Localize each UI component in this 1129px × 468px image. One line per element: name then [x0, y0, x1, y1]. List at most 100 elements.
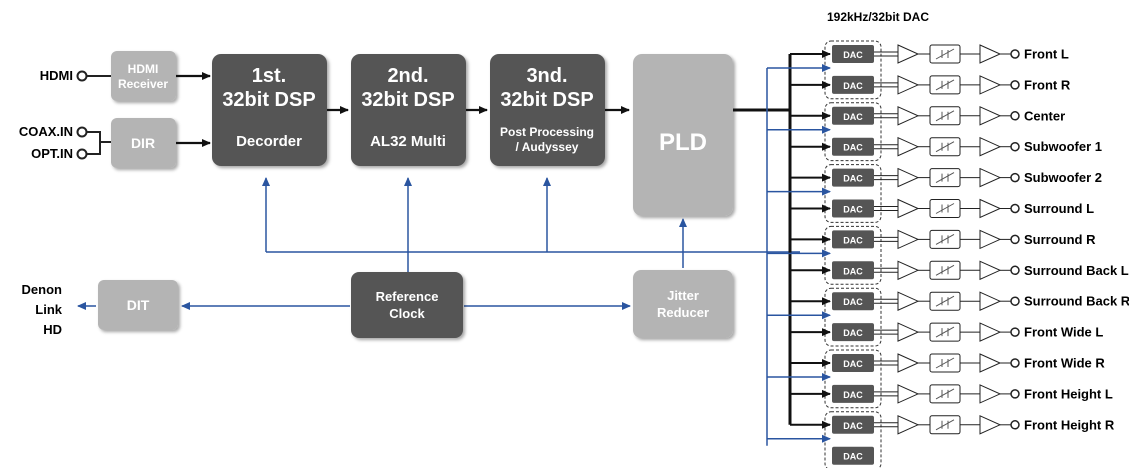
volume-icon: [935, 48, 955, 60]
output-label: Front Wide R: [1024, 356, 1105, 371]
dac-label: DAC: [843, 266, 863, 276]
dac-chip: [832, 446, 874, 465]
buffer-triangle: [979, 353, 1002, 373]
dit-label: DIT: [127, 297, 150, 313]
buffer-triangle: [979, 198, 1002, 219]
volume-icon: [935, 79, 955, 91]
hdmi-receiver-block: HDMI Receiver: [111, 51, 176, 101]
buffer-triangle: [897, 198, 920, 219]
volume-icon: [935, 388, 955, 400]
output-label: Surround L: [1024, 201, 1094, 216]
input-label-hdmi: HDMI: [40, 68, 73, 83]
dsp1-title-2: 32bit DSP: [222, 89, 315, 111]
dac-label: DAC: [843, 297, 863, 307]
output-jack: [1010, 172, 1020, 183]
dac-pair-frame: [824, 349, 882, 409]
hdmi-receiver-label-1: HDMI: [128, 62, 159, 76]
volume-icon: [935, 264, 955, 276]
buffer-triangle: [979, 136, 1002, 157]
ref-clock-label-2: Clock: [389, 306, 425, 321]
output-label: Surround R: [1024, 232, 1096, 247]
output-label: Front L: [1024, 47, 1069, 62]
dac-title: 192kHz/32bit DAC: [827, 10, 929, 24]
output-jack: [1010, 296, 1020, 306]
buffer-triangle: [897, 291, 920, 311]
output-jack: [1010, 203, 1020, 214]
dac-label: DAC: [843, 174, 863, 184]
output-label: Front Height L: [1024, 386, 1113, 401]
dac-chip: [832, 230, 874, 249]
output-label: Front Wide L: [1024, 325, 1103, 340]
dac-chip: [832, 292, 874, 311]
buffer-triangle: [979, 44, 1002, 64]
buffer-triangle: [897, 384, 920, 404]
output-jack: [1010, 420, 1020, 430]
dac-label: DAC: [843, 235, 863, 245]
output-jack: [1010, 80, 1020, 90]
dac-chip: [832, 45, 874, 63]
dsp1-block: 1st. 32bit DSP Decorder: [212, 54, 327, 166]
dac-label: DAC: [843, 143, 863, 153]
ref-clock-label-1: Reference: [376, 289, 439, 304]
dsp2-title-2: 32bit DSP: [361, 89, 454, 111]
jitter-label-2: Reducer: [657, 305, 709, 320]
svg-text:Denon: Denon: [22, 282, 63, 297]
dac-label: DAC: [843, 452, 863, 462]
dac-chip: [832, 137, 874, 156]
dac-label: DAC: [843, 81, 863, 91]
buffer-triangle: [897, 44, 920, 64]
output-jack: [1010, 49, 1020, 59]
buffer-triangle: [979, 106, 1002, 126]
dac-chip: [832, 261, 874, 280]
buffer-triangle: [897, 136, 920, 157]
dac-label: DAC: [843, 359, 863, 369]
input-hdmi: HDMI: [40, 68, 111, 83]
dsp3-sub-1: Post Processing: [500, 125, 594, 139]
volume-icon: [935, 203, 955, 214]
volume-icon: [935, 172, 955, 184]
dac-pair-frame: [824, 225, 882, 285]
output-jack: [1010, 141, 1020, 152]
dac-chip: [832, 384, 874, 403]
dir-block: DIR: [111, 118, 176, 168]
buffer-triangle: [979, 322, 1002, 342]
dsp3-title-1: 3nd.: [526, 65, 567, 87]
buffer-triangle: [979, 75, 1002, 95]
buffer-triangle: [897, 322, 920, 342]
hdmi-receiver-label-2: Receiver: [118, 77, 168, 91]
output-label: Surround Back R: [1024, 294, 1129, 309]
output-jack: [1010, 389, 1020, 399]
denon-link-label: Denon Link HD: [22, 282, 63, 337]
dac-chip: [832, 75, 874, 94]
output-label: Surround Back L: [1024, 263, 1129, 278]
output-label: Subwoofer 2: [1024, 170, 1102, 185]
dac-chip: [832, 168, 874, 187]
jitter-label-1: Jitter: [667, 288, 699, 303]
dac-label: DAC: [843, 421, 863, 431]
output-label: Subwoofer 1: [1024, 139, 1102, 154]
dac-label: DAC: [843, 112, 863, 122]
dac-label: DAC: [843, 390, 863, 400]
volume-icon: [935, 357, 955, 369]
dsp2-block: 2nd. 32bit DSP AL32 Multi: [351, 54, 466, 166]
buffer-triangle: [897, 353, 920, 373]
input-label-opt: OPT.IN: [31, 146, 73, 161]
dac-pair-frame: [824, 40, 882, 100]
dac-pair-frame: [824, 102, 882, 162]
output-jack: [1010, 358, 1020, 368]
output-jack: [1010, 327, 1020, 337]
volume-icon: [935, 110, 955, 122]
volume-icon: [935, 141, 955, 153]
volume-icon: [935, 326, 955, 338]
output-jack: [1010, 234, 1020, 245]
dsp2-title-1: 2nd.: [387, 65, 428, 87]
svg-text:HD: HD: [43, 322, 62, 337]
dac-label: DAC: [843, 50, 863, 60]
dac-chip: [832, 415, 874, 434]
reference-clock-block: Reference Clock: [351, 272, 463, 338]
buffer-triangle: [979, 291, 1002, 311]
buffer-triangle: [979, 229, 1002, 250]
dac-pair-frame: [824, 164, 882, 223]
